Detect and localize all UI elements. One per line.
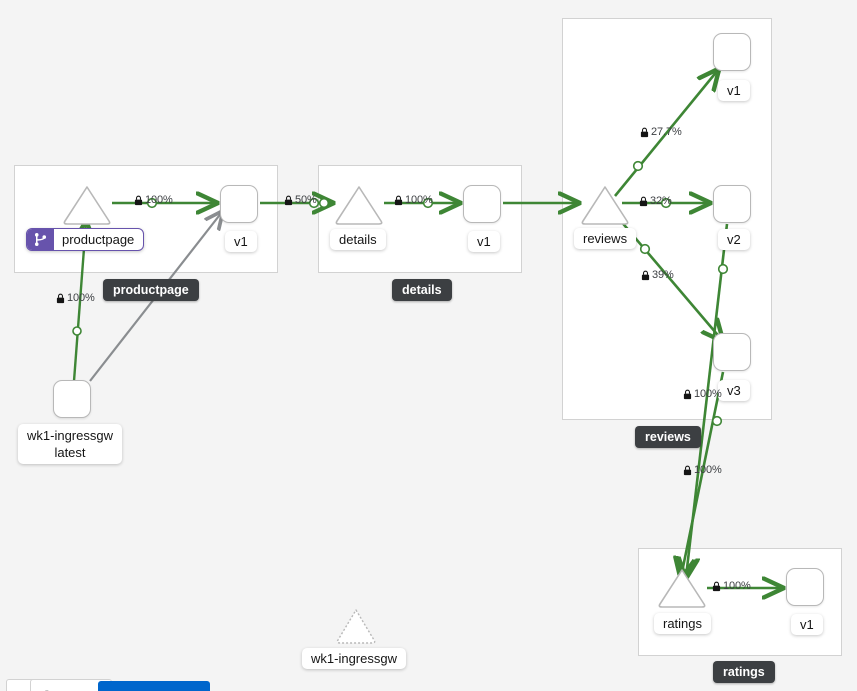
edge-percent: 27.7% (651, 126, 682, 138)
lock-icon (394, 195, 403, 206)
edge-label-ingressgw-to-productpage: 100% (56, 292, 95, 304)
edge-traffic-dot (72, 326, 82, 336)
node-service-ratings[interactable] (657, 567, 707, 609)
edge-label-reviews-v2-to-ratings: 100% (683, 388, 722, 400)
lock-icon (284, 195, 293, 206)
ghost-node-label: wk1-ingressgw (302, 648, 406, 669)
edge-label-reviews-to-v2: 32% (639, 195, 672, 207)
lock-icon (134, 195, 143, 206)
node-workload-reviews-v3[interactable] (713, 333, 751, 371)
lock-icon (712, 581, 721, 592)
bottom-toolbar-strip: ⊖ ⤢ (0, 677, 857, 691)
node-label-reviews-v1: v1 (718, 80, 750, 101)
virtual-service-badge-label: productpage (62, 232, 135, 247)
lock-icon (640, 127, 649, 138)
edge-label-details-to-v1: 100% (394, 194, 433, 206)
group-label-ratings[interactable]: ratings (713, 661, 775, 683)
group-label-details[interactable]: details (392, 279, 452, 301)
node-workload-ingressgw[interactable] (53, 380, 91, 418)
edge-percent: 100% (67, 292, 95, 304)
group-label-productpage[interactable]: productpage (103, 279, 199, 301)
virtual-service-badge-productpage[interactable]: productpage (26, 228, 145, 251)
node-service-productpage[interactable] (62, 184, 112, 226)
node-workload-reviews-v1[interactable] (713, 33, 751, 71)
primary-action-button[interactable] (98, 681, 210, 691)
edge-percent: 50% (295, 194, 317, 206)
ghost-node-wk1-ingressgw[interactable] (335, 607, 377, 650)
edge-percent: 32% (650, 195, 672, 207)
edge-label-reviews-to-v3: 39% (641, 269, 674, 281)
code-branch-icon (27, 229, 54, 250)
lock-icon (683, 389, 692, 400)
fit-icon: ⤢ (39, 688, 49, 691)
node-workload-productpage-v1[interactable] (220, 185, 258, 223)
node-label-reviews-v2: v2 (718, 229, 750, 250)
edge-percent: 39% (652, 269, 674, 281)
edge-label-productpage-to-v1: 100% (134, 194, 173, 206)
node-label-ratings-v1: v1 (791, 614, 823, 635)
node-workload-details-v1[interactable] (463, 185, 501, 223)
node-label-ratings: ratings (654, 613, 712, 634)
edge-percent: 100% (723, 580, 751, 592)
edge-percent: 100% (145, 194, 173, 206)
node-service-details[interactable] (334, 184, 384, 226)
edge-percent: 100% (694, 464, 722, 476)
node-label-productpage-v1: v1 (225, 231, 257, 252)
edge-label-ratings-to-v1: 100% (712, 580, 751, 592)
node-label-ingressgw-line1: wk1-ingressgw (27, 428, 113, 443)
edge-label-reviews-to-v1: 27.7% (640, 126, 682, 138)
node-label-ingressgw-line2: latest (54, 445, 86, 460)
edge-label-reviews-v3-to-ratings: 100% (683, 464, 722, 476)
lock-icon (639, 196, 648, 207)
node-label-details: details (330, 229, 386, 250)
lock-icon (56, 293, 65, 304)
edge-percent: 100% (405, 194, 433, 206)
node-service-reviews[interactable] (580, 184, 630, 226)
zoom-out-icon: ⊖ (15, 688, 25, 691)
edge-label-productpage-v1-to-details: 50% (284, 194, 317, 206)
node-label-ingressgw: wk1-ingressgw latest (18, 424, 122, 464)
node-label-reviews: reviews (574, 228, 637, 249)
lock-icon (683, 465, 692, 476)
node-label-reviews-v3: v3 (718, 380, 750, 401)
node-workload-ratings-v1[interactable] (786, 568, 824, 606)
lock-icon (641, 270, 650, 281)
node-label-details-v1: v1 (468, 231, 500, 252)
node-workload-reviews-v2[interactable] (713, 185, 751, 223)
group-label-reviews[interactable]: reviews (635, 426, 701, 448)
edge-percent: 100% (694, 388, 722, 400)
